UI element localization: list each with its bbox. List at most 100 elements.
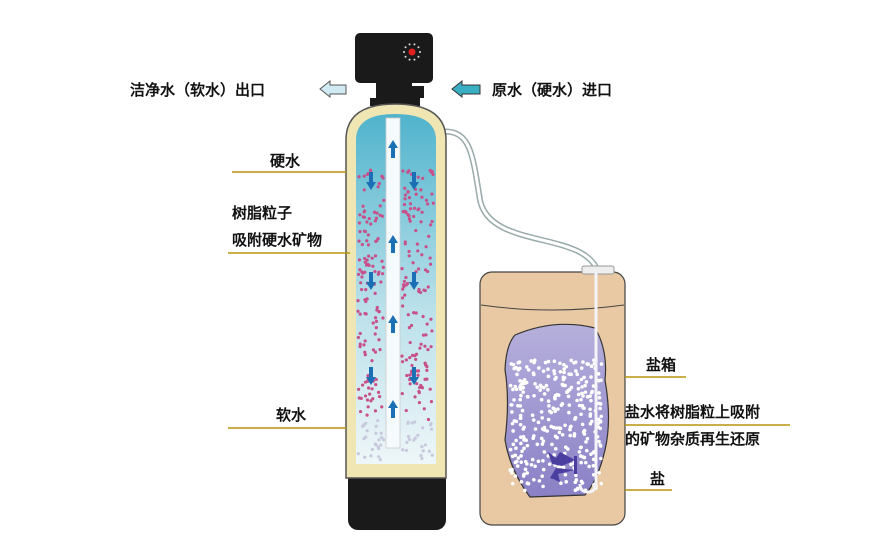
resin-particle: [363, 311, 367, 316]
resin-particle: [420, 253, 424, 257]
salt-grain: [541, 369, 546, 373]
salt-grain: [513, 474, 518, 478]
salt-grain: [510, 471, 514, 475]
brine-draw-tube: [578, 272, 598, 494]
salt-grain: [575, 486, 580, 491]
dial-dot: [404, 46, 407, 49]
brine-desc-line1: 盐水将树脂粒上吸附: [625, 403, 760, 421]
salt-grain: [519, 479, 524, 484]
resin-particle: [360, 287, 364, 292]
salt-grain: [598, 443, 602, 447]
resin-particle: [414, 357, 418, 361]
resin-particle: [363, 455, 367, 459]
salt-grain: [591, 463, 596, 468]
dial-dot: [408, 58, 411, 61]
salt-grain: [510, 481, 515, 486]
resin-particle: [430, 453, 434, 457]
salt-grain: [546, 399, 551, 403]
resin-particle: [427, 449, 431, 453]
resin-particle: [364, 435, 368, 439]
salt-grain: [558, 369, 563, 374]
resin-particle: [400, 391, 404, 396]
resin-particle: [406, 313, 410, 317]
resin-particle: [378, 213, 382, 217]
resin-particle: [404, 283, 408, 287]
resin-particle: [408, 340, 412, 345]
dial-dot: [417, 55, 420, 58]
resin-particle: [373, 442, 377, 446]
resin-particle: [371, 348, 376, 352]
salt-grain: [579, 377, 584, 382]
salt-grain: [553, 446, 558, 451]
resin-particle: [356, 309, 360, 313]
salt-grain: [597, 439, 601, 444]
flow-up-arrow-icon: [388, 315, 398, 333]
resin-particle: [366, 233, 370, 237]
salt-grain: [567, 403, 572, 407]
resin-particle: [367, 216, 371, 221]
salt-grain: [516, 456, 521, 460]
resin-particle: [429, 223, 433, 227]
salt-grain: [532, 477, 536, 482]
salt-grain: [568, 433, 572, 438]
resin-particle: [430, 329, 434, 333]
salt-grain: [583, 383, 587, 388]
resin-particle: [404, 448, 409, 453]
resin-particle: [424, 245, 428, 249]
salt-grain: [596, 417, 601, 422]
resin-particle: [410, 421, 414, 425]
resin-particle: [363, 380, 368, 384]
resin-particle: [361, 204, 365, 208]
resin-particle: [380, 405, 384, 409]
flow-down-arrow-icon: [366, 367, 376, 385]
resin-particle: [374, 424, 378, 428]
resin-particle: [378, 457, 382, 462]
resin-particle: [365, 172, 370, 177]
resin-particle: [370, 256, 374, 260]
salt-grain: [542, 450, 547, 454]
resin-particle: [426, 417, 431, 422]
salt-grain: [511, 442, 516, 447]
resin-particle: [373, 350, 378, 354]
resin-particle: [380, 272, 385, 276]
salt-grain: [541, 427, 546, 432]
resin-particle: [363, 270, 367, 274]
salt-grain: [569, 358, 573, 363]
salt-grain: [540, 442, 545, 446]
salt-grain: [519, 393, 523, 398]
resin-particle: [381, 265, 385, 269]
salt-grain: [553, 377, 557, 381]
resin-particle: [407, 326, 412, 330]
softener-tank: [345, 103, 447, 530]
resin-particle: [429, 400, 434, 404]
salt-grain: [585, 436, 590, 441]
salt-grain: [588, 407, 592, 412]
resin-particle: [408, 355, 412, 360]
resin-particle: [377, 270, 381, 274]
salt-grain: [512, 366, 517, 371]
resin-particle: [420, 195, 424, 199]
brine-tank: [479, 265, 626, 526]
salt-grain: [549, 410, 554, 415]
salt-grain: [597, 391, 601, 395]
resin-particle: [400, 360, 405, 364]
salt-grain: [513, 460, 518, 465]
resin-particle: [373, 269, 377, 274]
salt-grain: [577, 403, 582, 408]
resin-particle: [363, 260, 367, 264]
salt-grain: [582, 375, 586, 380]
salt-grain: [599, 362, 604, 366]
salt-grain: [546, 387, 550, 392]
salt-grain: [529, 462, 534, 467]
salt-grain: [561, 375, 566, 380]
resin-particle: [365, 220, 369, 224]
salt-grain: [508, 447, 513, 452]
salt-grain: [575, 372, 580, 377]
salt-grain: [522, 446, 526, 451]
resin-particle: [408, 373, 412, 377]
salt-grain: [516, 368, 521, 372]
salt-label: 盐: [650, 470, 665, 488]
salt-grain: [540, 416, 545, 420]
salt-grain: [551, 406, 556, 411]
